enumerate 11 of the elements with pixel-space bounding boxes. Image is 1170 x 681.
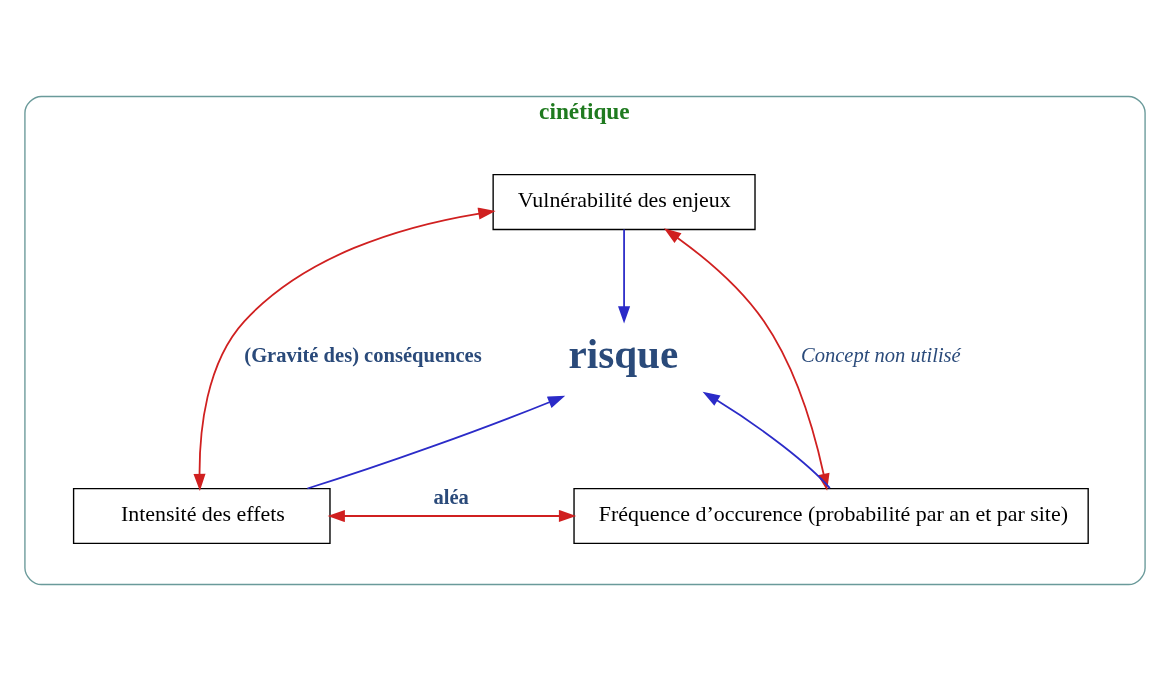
arrow [306, 395, 566, 490]
edge-label: Concept non utilisé [800, 344, 961, 367]
edge-label: (Gravité des) conséquences [244, 344, 482, 367]
edge-label: aléa [433, 485, 469, 508]
node-text: risque [568, 330, 679, 377]
arrow [618, 228, 631, 324]
node-box: Intensité des effets [72, 487, 331, 545]
node-box: Vulnérabilité des enjeux [492, 173, 756, 231]
arrow [193, 207, 496, 492]
node-box: Fréquence d’occurence (probabilité par an et par site) [573, 487, 1089, 545]
arrow [327, 509, 577, 523]
